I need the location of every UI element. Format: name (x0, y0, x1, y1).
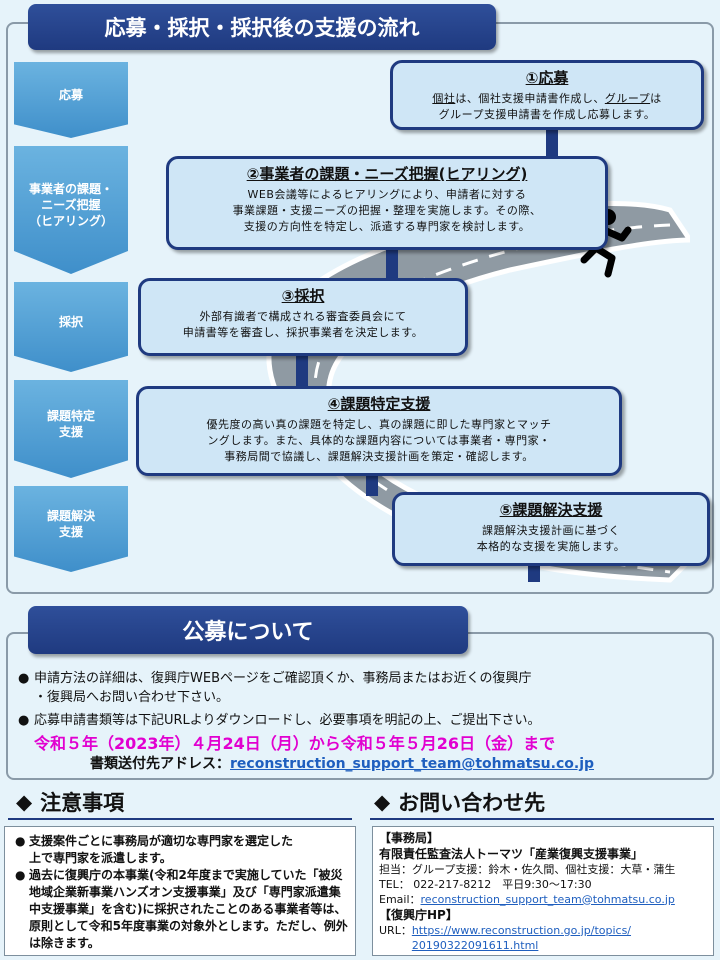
card-title: ②事業者の課題・ニーズ把握(ヒアリング) (246, 165, 528, 183)
step-arrow-label: 課題解決 支援 (46, 508, 95, 539)
card-text: 優先度の高い真の課題を特定し、真の課題に即した専門家とマッチ ングします。また、… (206, 418, 552, 463)
connector (366, 474, 378, 496)
step-arrow-adopt: 採択 (14, 282, 128, 372)
address-label: 書類送付先アドレス： (90, 756, 230, 772)
reconstruction-url-link[interactable]: https://www.reconstruction.go.jp/topics/… (411, 923, 632, 952)
bullet-text: 応募申請書類等は下記URLよりダウンロードし、必要事項を明記の上、ご提出下さい。 (34, 713, 541, 728)
step-arrow-label: 応募 (58, 87, 83, 102)
contact-box: 【事務局】 有限責任監査法人トーマツ「産業復興支援事業」 担当：グループ支援：鈴… (372, 826, 714, 956)
office-label: 【事務局】 (379, 831, 440, 845)
koubo-bullet-2: ●応募申請書類等は下記URLよりダウンロードし、必要事項を明記の上、ご提出下さい… (18, 712, 708, 731)
card-identify: ④課題特定支援 優先度の高い真の課題を特定し、真の課題に即した専門家とマッチ ン… (136, 386, 622, 476)
diamond-icon: ◆ (16, 790, 33, 814)
step-arrow-label: 事業者の課題・ ニーズ把握 （ヒアリング） (28, 181, 113, 229)
hp-label: 【復興庁HP】 (379, 908, 458, 923)
card-hearing: ②事業者の課題・ニーズ把握(ヒアリング) WEB会議等によるヒアリングにより、申… (166, 156, 608, 250)
org-name: 有限責任監査法人トーマツ「産業復興支援事業」 (379, 847, 644, 862)
notes-heading: ◆ 注意事項 (8, 786, 352, 820)
notes-title: 注意事項 (40, 791, 125, 815)
card-adopt: ③採択 外部有識者で構成される審査委員会にて 申請書等を審査し、採択事業者を決定… (138, 278, 468, 356)
card-apply: ①応募 個社は、個社支援申請書作成し、グループはグループ支援申請書を作成し応募し… (390, 60, 704, 130)
card-text: 個社は、個社支援申請書作成し、グループはグループ支援申請書を作成し応募します。 (432, 92, 662, 121)
flow-title: 応募・採択・採択後の支援の流れ (28, 4, 496, 50)
url-line: URL：https://www.reconstruction.go.jp/top… (379, 923, 632, 952)
step-arrow-label: 採択 (58, 314, 83, 329)
submission-email-link[interactable]: reconstruction_support_team@tohmatsu.co.… (230, 756, 595, 772)
staff-line: 担当：グループ支援：鈴木・佐久間、個社支援：大草・蒲生 (379, 862, 676, 876)
step-arrow-apply: 応募 (14, 62, 128, 138)
note-text: 支援案件ごとに事務局が適切な専門家を選定した 上で専門家を派遣します。 (29, 834, 294, 866)
card-text: 外部有識者で構成される審査委員会にて 申請書等を審査し、採択事業者を決定します。 (182, 310, 424, 339)
koubo-section (6, 632, 714, 780)
step-arrow-label: 課題特定 支援 (46, 408, 95, 439)
connector (386, 248, 398, 280)
connector (296, 352, 308, 390)
card-title: ④課題特定支援 (327, 395, 431, 413)
card-title: ①応募 (525, 69, 569, 87)
contact-heading: ◆ お問い合わせ先 (370, 786, 714, 820)
connector (528, 564, 540, 582)
note-text: 過去に復興庁の本事業(令和2年度まで実施していた「被災地域企業新事業ハンズオン支… (29, 868, 348, 951)
application-period: 令和５年（2023年）４月24日（月）から令和５年５月26日（金）まで (34, 734, 556, 753)
email-line: Email：reconstruction_support_team@tohmat… (379, 892, 675, 906)
tel-line: TEL： 022-217-8212 平日9:30～17:30 (379, 877, 592, 891)
step-arrow-hearing: 事業者の課題・ ニーズ把握 （ヒアリング） (14, 146, 128, 274)
card-text: WEB会議等によるヒアリングにより、申請者に対する 事業課題・支援ニーズの把握・… (232, 188, 542, 233)
contact-email-link[interactable]: reconstruction_support_team@tohmatsu.co.… (420, 892, 675, 906)
note-item-1: ●支援案件ごとに事務局が適切な専門家を選定した 上で専門家を派遣します。 (11, 833, 349, 867)
step-arrow-identify: 課題特定 支援 (14, 380, 128, 478)
card-title: ③採択 (281, 287, 325, 305)
card-title: ⑤課題解決支援 (499, 501, 603, 519)
submission-address-row: 書類送付先アドレス：reconstruction_support_team@to… (90, 753, 594, 773)
diamond-icon: ◆ (374, 790, 391, 814)
connector (546, 128, 558, 160)
card-solve: ⑤課題解決支援 課題解決支援計画に基づく 本格的な支援を実施します。 (392, 492, 710, 566)
step-arrow-solve: 課題解決 支援 (14, 486, 128, 572)
bullet-text: 申請方法の詳細は、復興庁WEBページをご確認頂くか、事務局またはお近くの復興庁 … (34, 671, 532, 705)
notes-box: ●支援案件ごとに事務局が適切な専門家を選定した 上で専門家を派遣します。 ●過去… (4, 826, 356, 956)
note-item-2: ●過去に復興庁の本事業(令和2年度まで実施していた「被災地域企業新事業ハンズオン… (11, 867, 349, 952)
koubo-title: 公募について (28, 606, 468, 654)
contact-title: お問い合わせ先 (398, 791, 546, 815)
card-text: 課題解決支援計画に基づく 本格的な支援を実施します。 (476, 524, 626, 553)
koubo-bullet-1: ●申請方法の詳細は、復興庁WEBページをご確認頂くか、事務局またはお近くの復興庁… (18, 670, 708, 708)
